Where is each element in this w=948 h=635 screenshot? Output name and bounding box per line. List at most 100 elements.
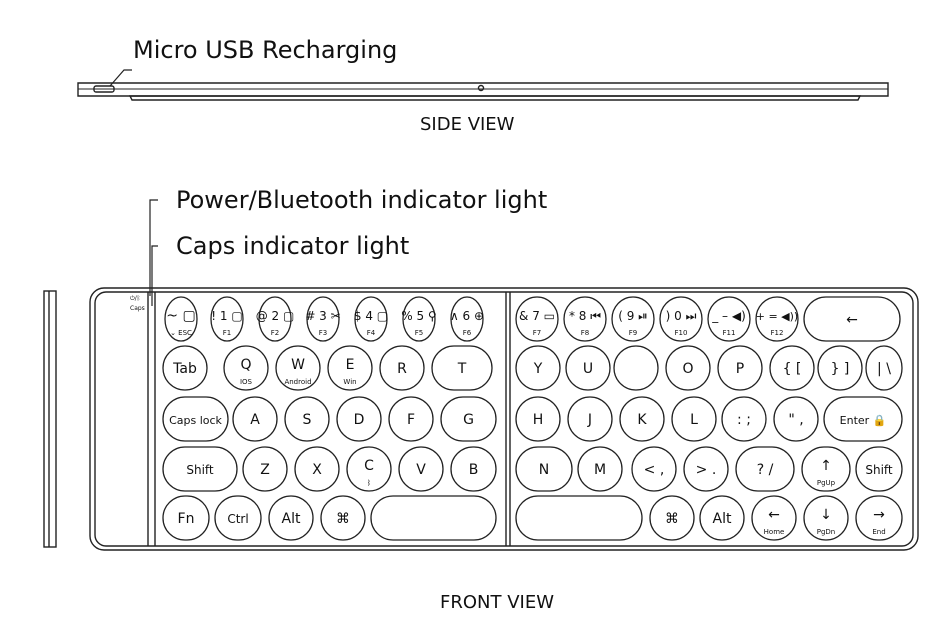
key-left-0-6-label: ∧ 6 ⊕ (450, 309, 484, 323)
key-right-3-0[interactable]: N (515, 446, 573, 492)
key-left-2-5[interactable]: G (440, 396, 497, 442)
key-right-3-3[interactable]: > . (683, 446, 729, 492)
key-left-1-5-label: T (457, 361, 467, 377)
key-right-1-2[interactable] (613, 345, 659, 391)
key-left-0-1[interactable]: ! 1 ▢F1 (210, 296, 244, 342)
key-right-4-3[interactable]: ←Home (751, 495, 797, 541)
key-left-4-2[interactable]: Alt (268, 495, 314, 541)
key-left-3-5[interactable]: B (450, 446, 497, 492)
key-left-2-1-label: A (250, 412, 260, 428)
key-left-2-4[interactable]: F (388, 396, 434, 442)
key-left-2-0[interactable]: Caps lock (162, 396, 229, 442)
key-right-0-4[interactable]: _ – ◀) F11 (707, 296, 751, 342)
key-right-4-1[interactable]: ⌘ (649, 495, 695, 541)
key-left-0-0[interactable]: ~ ▢⌄ ESC (164, 296, 198, 342)
key-right-1-7[interactable]: | \ (865, 345, 903, 391)
key-left-0-2-sublabel: F2 (271, 329, 279, 337)
key-right-0-6-label: ← (846, 312, 858, 328)
key-left-1-3[interactable]: E Win (327, 345, 373, 391)
key-right-0-4-sublabel: F11 (723, 329, 736, 337)
key-right-1-6-label: } ] (831, 361, 850, 377)
key-left-1-4[interactable]: R (379, 345, 425, 391)
key-right-0-2[interactable]: ( 9 ⏯F9 (611, 296, 655, 342)
key-left-3-4[interactable]: V (398, 446, 444, 492)
key-left-0-3[interactable]: # 3 ✂F3 (305, 296, 341, 342)
key-left-3-3-sublabel: ᛒ (367, 479, 371, 487)
key-right-1-4[interactable]: P (717, 345, 763, 391)
key-left-0-5[interactable]: % 5 ⚲F5 (401, 296, 437, 342)
key-right-2-2-label: K (637, 412, 647, 428)
key-right-4-5-label: → (873, 507, 885, 523)
key-left-3-4-label: V (416, 462, 426, 478)
micro-usb-label: Micro USB Recharging (133, 36, 398, 64)
key-left-4-3-label: ⌘ (336, 511, 350, 527)
key-right-2-3[interactable]: L (671, 396, 717, 442)
key-right-3-1[interactable]: M (577, 446, 623, 492)
key-right-4-0[interactable] (515, 495, 643, 541)
key-left-2-2-label: S (303, 412, 312, 428)
key-left-1-5[interactable]: T (431, 345, 493, 391)
key-right-0-0-sublabel: F7 (533, 329, 541, 337)
key-right-4-2[interactable]: Alt (699, 495, 745, 541)
key-left-0-2[interactable]: @ 2 ▢F2 (256, 296, 295, 342)
key-right-1-0[interactable]: Y (515, 345, 561, 391)
key-right-3-6-label: Shift (865, 463, 893, 477)
key-left-3-3[interactable]: Cᛒ (346, 446, 392, 492)
key-right-3-6[interactable]: Shift (855, 446, 903, 492)
key-right-3-4[interactable]: ? / (735, 446, 795, 492)
key-left-4-3[interactable]: ⌘ (320, 495, 366, 541)
tiny-caps-label: Caps (130, 305, 145, 312)
key-right-1-6[interactable]: } ] (817, 345, 863, 391)
key-right-3-5[interactable]: ↑PgUp (801, 446, 851, 492)
key-right-0-6[interactable]: ← (803, 296, 901, 342)
key-left-1-3-sublabel: Win (343, 378, 356, 386)
key-right-4-4[interactable]: ↓PgDn (803, 495, 849, 541)
key-left-0-4-label: $ 4 ▢ (354, 309, 388, 323)
key-left-4-0[interactable]: Fn (162, 495, 210, 541)
key-right-0-1-label: * 8 ⏮ (569, 309, 601, 323)
key-right-1-5[interactable]: { [ (769, 345, 815, 391)
key-right-0-5[interactable]: + = ◀))F12 (755, 296, 799, 342)
key-right-2-0[interactable]: H (515, 396, 561, 442)
key-left-3-2[interactable]: X (294, 446, 340, 492)
key-left-4-2-label: Alt (282, 511, 301, 527)
keyboard-frame (89, 199, 919, 551)
key-right-4-5-sublabel: End (872, 528, 885, 536)
key-left-0-1-label: ! 1 ▢ (211, 309, 242, 323)
key-right-1-1[interactable]: U (565, 345, 611, 391)
key-right-1-7-label: | \ (877, 361, 891, 377)
key-left-3-0[interactable]: Shift (162, 446, 238, 492)
key-right-0-0[interactable]: & 7 ▭F7 (515, 296, 559, 342)
key-left-1-3-label: E (346, 357, 355, 373)
key-left-4-1[interactable]: Ctrl (214, 495, 262, 541)
key-right-4-4-label: ↓ (820, 507, 832, 523)
key-right-2-1[interactable]: J (567, 396, 613, 442)
key-left-0-4[interactable]: $ 4 ▢F4 (354, 296, 388, 342)
key-left-1-0[interactable]: Tab (162, 345, 208, 391)
key-right-1-5-label: { [ (783, 361, 802, 377)
key-right-4-5[interactable]: → End (855, 495, 903, 541)
key-right-4-3-sublabel: Home (764, 528, 785, 536)
key-right-0-4-label: _ – ◀) (711, 309, 746, 323)
key-left-3-1[interactable]: Z (242, 446, 288, 492)
key-right-0-1[interactable]: * 8 ⏮F8 (563, 296, 607, 342)
key-left-0-6[interactable]: ∧ 6 ⊕F6 (450, 296, 484, 342)
key-right-2-5[interactable]: " , (773, 396, 819, 442)
key-left-2-3[interactable]: D (336, 396, 382, 442)
key-right-0-3[interactable]: ) 0 ⏭F10 (659, 296, 703, 342)
key-right-2-6[interactable]: Enter 🔒 (823, 396, 903, 442)
key-right-2-2[interactable]: K (619, 396, 665, 442)
key-left-2-1[interactable]: A (232, 396, 278, 442)
key-left-1-2-label: W (291, 357, 305, 373)
key-left-2-2[interactable]: S (284, 396, 330, 442)
key-right-3-2[interactable]: < , (631, 446, 677, 492)
side-edge-view (43, 290, 57, 548)
key-right-2-0-label: H (533, 412, 544, 428)
key-right-2-4[interactable]: : ; (721, 396, 767, 442)
key-right-1-3[interactable]: O (665, 345, 711, 391)
key-left-4-4[interactable] (370, 495, 497, 541)
key-right-0-3-label: ) 0 ⏭ (666, 309, 697, 323)
